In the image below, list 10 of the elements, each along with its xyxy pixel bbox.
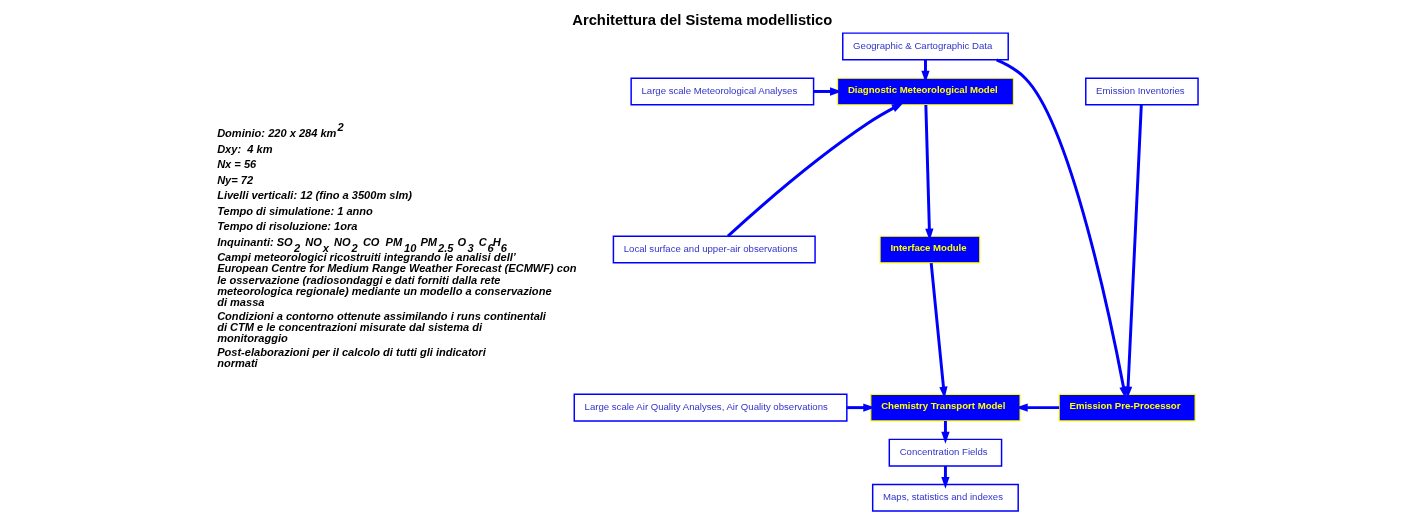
label: Condizioni a contorno ottenute assimilando i runs continentali di CTM e le concentrazioni misurate dal sistema di monitoraggio bbox=[217, 309, 546, 344]
label: Livelli verticali: 12 (fino a 3500m slm) bbox=[217, 189, 413, 202]
label: Tempo di risoluzione: 1ora bbox=[217, 220, 358, 233]
label: Ny= 72 bbox=[217, 173, 254, 186]
label: Dxy: 4 km bbox=[217, 142, 273, 155]
label: Tempo di simulatione: 1 anno bbox=[217, 204, 373, 217]
label: Campi meteorologici ricostruiti integrando le analisi dell’ European Centre for Medium Range Weather Forecast (ECMWF) con le osservazione (radiosondaggi e dati forniti dalla rete meteorologica regionale) mediante un modello a conservazione di massa bbox=[217, 251, 577, 308]
diagram-title: Architettura del Sistema modellistico bbox=[572, 12, 833, 29]
label: Nx = 56 bbox=[217, 158, 257, 171]
label: Post-elaborazioni per il calcolo di tutti gli indicatori normati bbox=[217, 345, 486, 369]
